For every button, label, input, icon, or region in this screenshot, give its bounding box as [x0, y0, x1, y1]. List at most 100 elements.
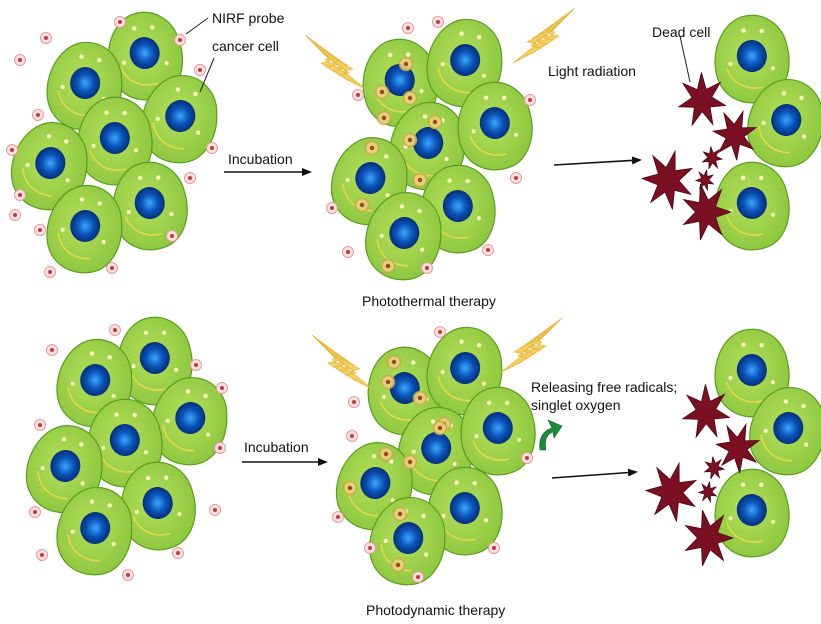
light-ray — [310, 40, 356, 85]
nucleus — [479, 107, 510, 140]
nirf-probe — [106, 262, 118, 274]
organelle — [177, 512, 182, 517]
organelle — [132, 26, 137, 31]
organelle — [741, 28, 746, 33]
cell-fold — [120, 67, 159, 86]
dead-cell — [684, 509, 735, 567]
organelle — [799, 95, 804, 101]
organelle — [193, 91, 198, 97]
organelle — [345, 178, 350, 183]
organelle — [389, 459, 394, 464]
nucleus — [482, 412, 513, 445]
dead-cell — [703, 456, 726, 480]
organelle — [465, 178, 470, 184]
label-incubation-top: Incubation — [228, 151, 293, 167]
cell-fold — [472, 440, 510, 461]
dead-cell — [697, 481, 718, 504]
cell-fold — [132, 516, 171, 536]
label-cancer-cell: cancer cell — [212, 38, 279, 54]
label-light-radiation: Light radiation — [548, 63, 636, 79]
organelle — [474, 434, 479, 439]
organelle — [459, 31, 464, 36]
organelle — [517, 437, 522, 442]
organelle — [419, 89, 424, 94]
nirf-probe — [326, 202, 338, 214]
cancer-cell — [46, 184, 123, 274]
organelle — [387, 52, 393, 58]
bound-probe — [402, 90, 418, 106]
nucleus — [142, 487, 173, 520]
nucleus — [450, 44, 481, 77]
organelle — [483, 518, 488, 523]
surviving-cancer-cell — [749, 386, 821, 476]
nucleus — [421, 432, 452, 465]
organelle — [471, 129, 476, 134]
organelle — [771, 212, 776, 217]
light-ray — [524, 13, 570, 58]
organelle — [175, 87, 181, 92]
dead-cell — [644, 461, 698, 522]
organelle — [454, 480, 459, 485]
nucleus — [80, 512, 111, 545]
organelle — [761, 120, 766, 125]
bound-probe — [402, 132, 418, 148]
cell-fold — [37, 471, 68, 500]
nirf-probe — [194, 64, 206, 76]
organelle — [417, 208, 422, 214]
nirf-probe — [40, 32, 52, 44]
organelle — [101, 240, 106, 245]
nucleus — [384, 64, 415, 97]
light-ray — [511, 323, 557, 368]
organelle — [169, 212, 174, 217]
organelle — [79, 197, 85, 202]
organelle — [65, 178, 70, 183]
cancer-cell — [56, 486, 133, 576]
lightning-bolt-icon — [311, 334, 375, 391]
organelle — [131, 364, 136, 369]
organelle — [97, 201, 102, 206]
curved-arrow-icon — [539, 419, 563, 451]
cell-fold — [376, 239, 408, 267]
label-photothermal-therapy: Photothermal therapy — [362, 293, 496, 309]
nucleus — [773, 412, 804, 445]
organelle — [383, 538, 388, 543]
organelle — [384, 154, 389, 159]
organelle — [89, 351, 95, 356]
nirf-probe — [521, 452, 533, 464]
organelle — [411, 360, 416, 365]
organelle — [420, 247, 425, 252]
organelle — [79, 442, 84, 447]
nucleus — [70, 210, 101, 243]
organelle — [162, 330, 167, 336]
organelle — [447, 178, 452, 183]
organelle — [802, 134, 807, 139]
nirf-probe — [364, 542, 376, 554]
organelle — [759, 482, 764, 488]
organelle — [444, 157, 449, 162]
organelle — [164, 61, 169, 66]
organelle — [481, 381, 486, 386]
cell-fold — [22, 168, 53, 197]
nucleus — [736, 40, 767, 73]
nucleus — [70, 67, 101, 100]
bound-probe — [374, 84, 390, 100]
pointer-cell — [199, 57, 215, 93]
dead-cell — [681, 384, 731, 439]
organelle — [483, 95, 489, 100]
bound-probe — [380, 374, 396, 390]
organelle — [60, 227, 65, 232]
organelle — [203, 393, 208, 399]
organelle — [134, 510, 139, 515]
organelle — [40, 466, 45, 471]
bound-probe — [342, 480, 358, 496]
organelle — [379, 233, 384, 238]
organelle — [155, 116, 160, 121]
nirf-probe — [6, 144, 18, 156]
organelle — [133, 148, 138, 153]
organelle — [763, 428, 768, 433]
organelle — [399, 204, 405, 209]
nirf-probe — [32, 109, 44, 121]
nucleus — [393, 522, 424, 555]
nucleus — [771, 104, 802, 137]
